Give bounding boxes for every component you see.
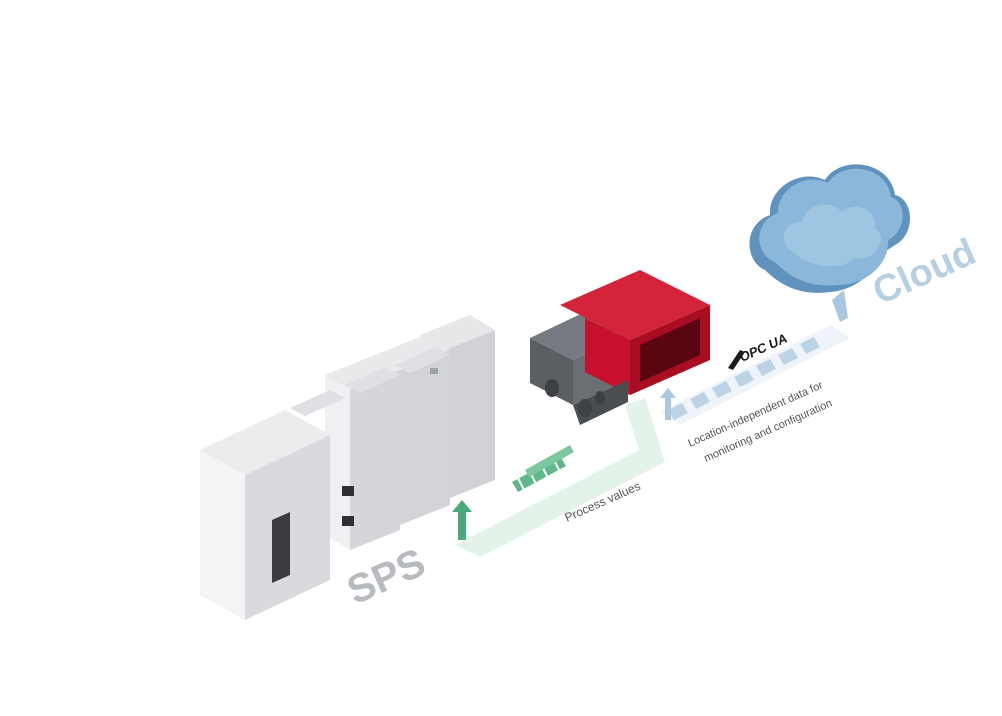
sensor-window [640,318,700,382]
plc-port-icon [342,486,354,496]
cloud-down-arrow-icon [832,290,848,322]
plc-module-2 [325,355,400,550]
cloud-data-packets-icon [668,337,820,420]
sensor-connector-icon [595,391,605,405]
process-arrow-icon [452,500,472,540]
process-values-path [452,398,665,557]
plc-main-module [200,410,330,620]
plc-port-icon [342,516,354,526]
plc-unit [200,315,495,620]
plc-display-slot [272,512,290,583]
cloud-icon [749,164,910,293]
sensor-connector-icon [578,399,592,417]
sensor-connector-icon [545,379,559,397]
sensor-up-arrow-icon [660,388,676,420]
sensor-device [530,270,710,425]
process-data-packet-icon [512,445,574,492]
plc-label: SPS [341,540,432,613]
